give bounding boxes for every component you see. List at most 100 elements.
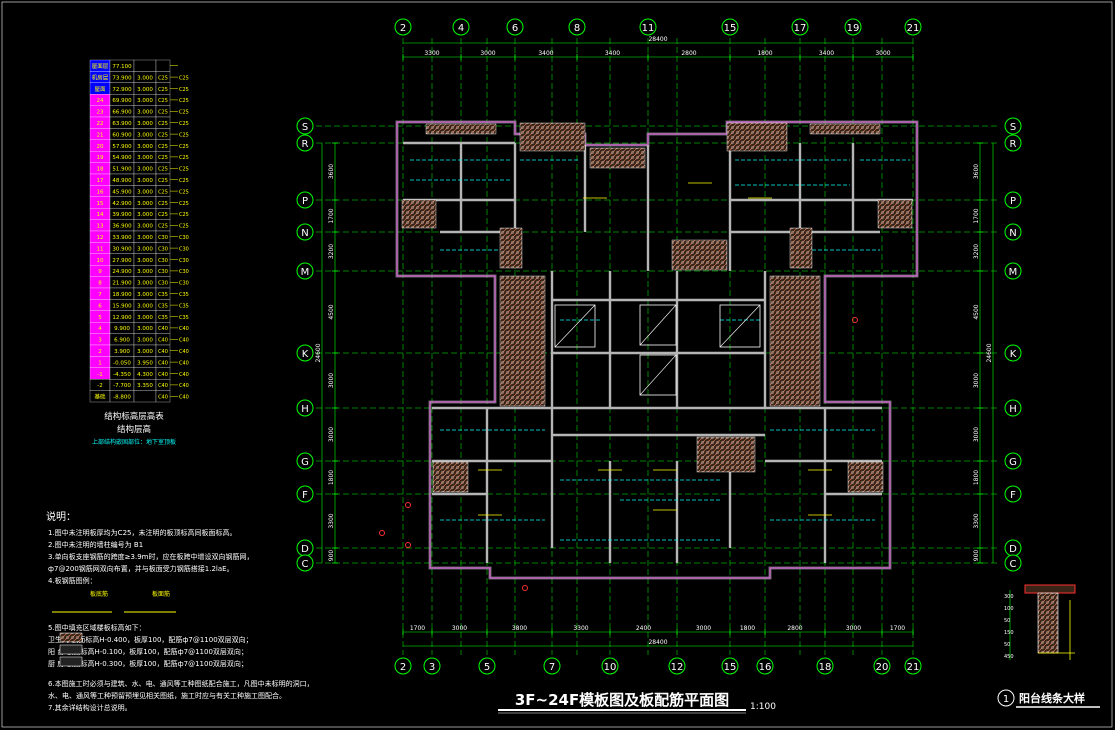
floor-height: 3.000 (137, 144, 153, 150)
dimension-label: 4500 (973, 304, 980, 319)
dimension-label: 3400 (538, 50, 553, 57)
axis-label-top: 2 (400, 23, 406, 34)
drawing-scale: 1:100 (750, 702, 776, 712)
note-line: 6.本图施工时必须与建筑、水、电、通风等工种图纸配合施工，凡图中未标明的洞口， (48, 679, 314, 688)
hatched-slab-zone (696, 436, 756, 473)
axis-label-right: D (1009, 544, 1017, 555)
floor-name: 11 (97, 246, 104, 252)
floor-name: 15 (97, 201, 104, 207)
concrete-grade: C35 (158, 303, 168, 309)
axis-bubble-top (791, 18, 809, 36)
shaft-diagonal (639, 354, 677, 396)
axis-label-left: M (301, 267, 310, 278)
axis-label-bottom: 20 (876, 662, 889, 673)
floor-elevation: 42.900 (112, 201, 132, 207)
axis-bubble-left (296, 134, 314, 152)
dimension-label: 3000 (452, 625, 467, 632)
axis-label-left: F (302, 490, 308, 501)
dimension-label: 1700 (973, 208, 980, 223)
hatched-slab-zone (789, 227, 813, 269)
axis-label-left: S (302, 122, 308, 133)
floor-table-cell (133, 390, 157, 403)
axis-label-right: S (1010, 122, 1016, 133)
floor-elevation: 45.900 (112, 189, 132, 195)
concrete-grade: C30 (158, 281, 168, 287)
axis-label-bottom: 18 (819, 662, 832, 673)
floor-name: 17 (97, 178, 104, 184)
floor-height: 4.300 (137, 372, 153, 378)
axis-bubble-top (721, 18, 739, 36)
shaft-diagonal (554, 304, 596, 348)
axis-label-right: G (1009, 457, 1017, 468)
grade-tag: C30 (179, 258, 189, 264)
grade-tag: C25 (179, 87, 189, 93)
concrete-grade: C30 (158, 258, 168, 264)
dimension-label: 1800 (757, 50, 772, 57)
floor-name: 10 (97, 258, 104, 264)
note-line: 7.其余详结构设计总说明。 (48, 703, 132, 712)
floor-elevation: 24.900 (112, 269, 132, 275)
axis-bubble-bottom (721, 657, 739, 675)
floor-elevation: 18.900 (112, 292, 132, 298)
floor-elevation: 72.900 (112, 87, 132, 93)
detail-number: 1 (1003, 694, 1009, 705)
axis-bubble-bottom (904, 657, 922, 675)
floor-name: 4 (98, 326, 102, 332)
grade-tag: C25 (179, 144, 189, 150)
axis-bubble-bottom (756, 657, 774, 675)
grade-tag: C25 (179, 167, 189, 173)
floor-name: -2 (97, 383, 102, 389)
axis-label-bottom: 5 (484, 662, 490, 673)
section-marker (405, 502, 411, 508)
grade-tag: C35 (179, 315, 189, 321)
axis-label-left: R (302, 139, 309, 150)
hatched-slab-zone (769, 275, 821, 407)
hatched-slab-zone (726, 122, 788, 152)
axis-label-left: G (301, 457, 309, 468)
dimension-label: 1700 (410, 625, 425, 632)
legend-swatch (59, 656, 83, 667)
note-line: 5.图中填充区域楼板标高如下： (48, 623, 146, 632)
floor-height: 3.000 (137, 315, 153, 321)
concrete-grade: C40 (158, 372, 168, 378)
floor-elevation: 57.900 (112, 144, 132, 150)
axis-label-right: R (1010, 139, 1017, 150)
note-line: 水、电、通风等工种预留预埋见相关图纸，施工时应与有关工种施工图配合。 (48, 691, 286, 700)
concrete-grade: C25 (158, 212, 168, 218)
note-line: 1.图中未注明板厚均为C25，未注明的板顶标高同板面标高。 (48, 528, 236, 537)
dimension-label: 2400 (636, 625, 651, 632)
hatched-slab-zone (519, 122, 586, 152)
floor-name: 3 (98, 338, 102, 344)
axis-label-left: D (301, 544, 309, 555)
concrete-grade: C25 (158, 189, 168, 195)
axis-label-right: M (1009, 267, 1018, 278)
grade-tag: C40 (179, 395, 189, 401)
floor-elevation: 73.900 (112, 75, 132, 81)
shaft-diagonal (639, 304, 677, 346)
concrete-grade: C35 (158, 315, 168, 321)
detail-slab (1024, 584, 1076, 594)
concrete-grade: C25 (158, 98, 168, 104)
floor-height: 3.000 (137, 224, 153, 230)
axis-label-right: C (1010, 559, 1017, 570)
floor-name: 16 (97, 189, 104, 195)
axis-label-bottom: 10 (604, 662, 617, 673)
concrete-grade: C25 (158, 121, 168, 127)
floor-elevation: 77.100 (112, 64, 132, 70)
floor-elevation: -4.350 (113, 372, 131, 378)
axis-bubble-right (1004, 399, 1022, 417)
dimension-label: 3000 (846, 625, 861, 632)
dimension-label: 4500 (328, 304, 335, 319)
floor-name: 5 (98, 315, 102, 321)
floor-elevation: 15.900 (112, 303, 132, 309)
floor-name: 屋面层 (92, 63, 109, 70)
legend-label-a: 板底筋 (90, 590, 108, 598)
dimension-label: 3400 (605, 50, 620, 57)
floor-height: 3.000 (137, 338, 153, 344)
axis-label-bottom: 16 (759, 662, 772, 673)
axis-bubble-bottom (873, 657, 891, 675)
dimension-label: 3000 (973, 427, 980, 442)
axis-label-bottom: 2 (400, 662, 406, 673)
dimension-label: 3000 (480, 50, 495, 57)
